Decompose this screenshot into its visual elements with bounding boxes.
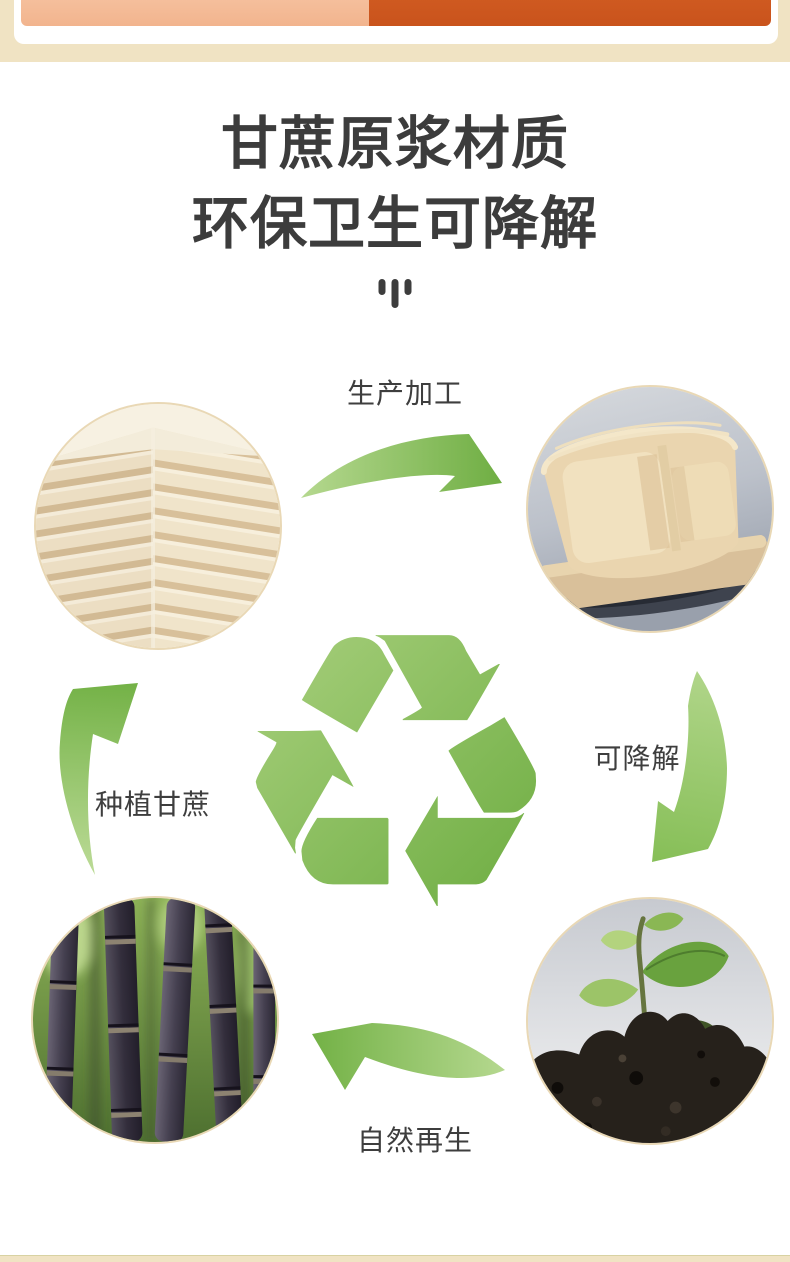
mark-bar-left — [378, 279, 386, 295]
heading-divider-mark — [378, 279, 412, 308]
mark-bar-middle — [391, 279, 399, 308]
pulp-containers-illustration — [528, 387, 772, 631]
bottom-beige-band — [0, 1255, 790, 1262]
pulp-containers-photo — [526, 385, 774, 633]
top-photo-card — [14, 0, 778, 44]
pulp-board-illustration — [36, 404, 280, 648]
arrow-regeneration — [312, 1023, 505, 1090]
label-planting: 种植甘蔗 — [94, 789, 212, 820]
label-regeneration: 自然再生 — [356, 1125, 474, 1156]
seedling-soil-illustration — [528, 899, 772, 1143]
section-heading: 甘蔗原浆材质 环保卫生可降解 — [0, 104, 790, 264]
arrow-production — [301, 434, 502, 498]
recycle-icon: ♻ — [223, 549, 568, 997]
label-degradable: 可降解 — [593, 743, 681, 774]
pulp-board-photo — [34, 402, 282, 650]
heading-line1: 甘蔗原浆材质 — [221, 112, 569, 176]
heading-line2: 环保卫生可降解 — [192, 192, 598, 256]
top-product-photo — [21, 0, 771, 26]
arrow-degradable — [652, 671, 727, 862]
mark-bar-right — [404, 279, 412, 295]
arrow-planting — [59, 683, 138, 875]
photo-right-panel — [369, 0, 771, 26]
seedling-soil-photo — [526, 897, 774, 1145]
photo-left-panel — [21, 0, 369, 26]
top-beige-band — [0, 0, 790, 62]
sugarcane-field-photo — [31, 896, 279, 1144]
sugarcane-field-illustration — [33, 898, 277, 1142]
label-production: 生产加工 — [346, 378, 464, 409]
